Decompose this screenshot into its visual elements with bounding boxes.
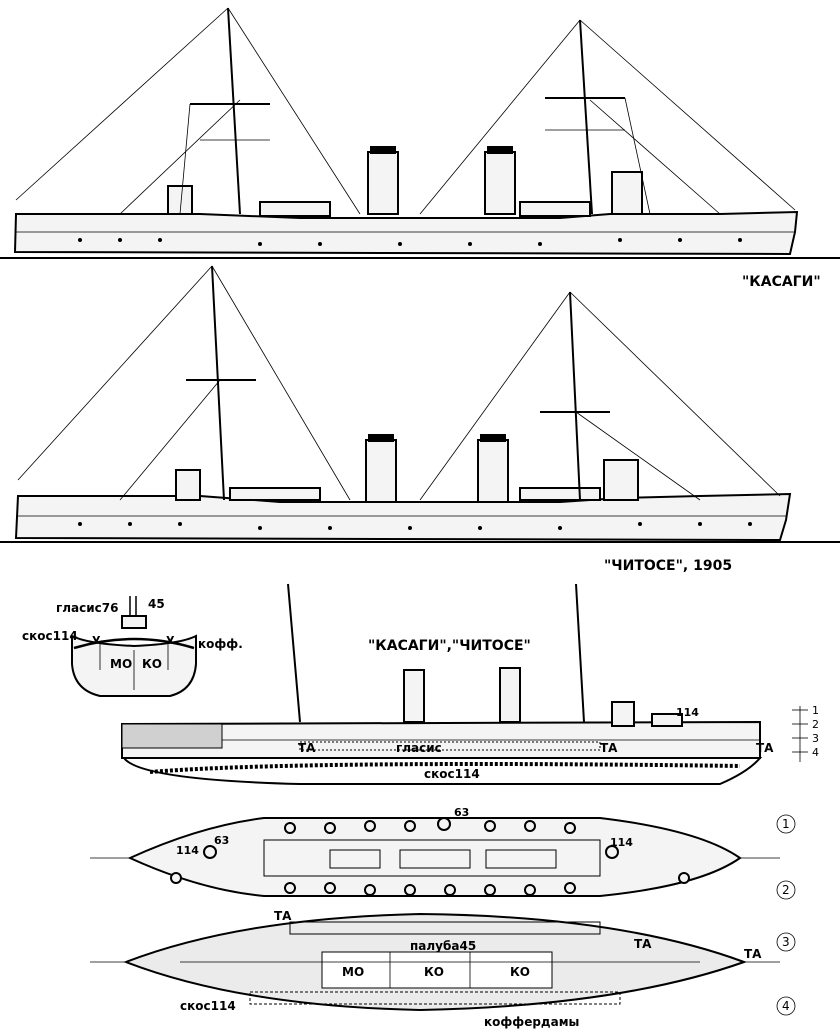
marker-1: 1 (782, 817, 790, 831)
caption-armor: "КАСАГИ","ЧИТОСЕ" (368, 638, 531, 654)
marker-4: 4 (782, 999, 790, 1013)
level-markers: 1 2 3 4 (776, 814, 796, 1016)
svg-text:ТА: ТА (756, 741, 774, 755)
label-deck45-plan: палуба45 (410, 939, 476, 953)
profile-slope-armor (149, 762, 741, 774)
plan-gun-positions (170, 817, 690, 896)
caption-chitose: "ЧИТОСЕ", 1905 (604, 558, 732, 574)
deck-plan-lower: ТА палуба45 ТА ТА МО КО КО скос114 коффе… (90, 909, 780, 1029)
svg-text:114: 114 (176, 844, 199, 857)
kasagi-portholes (78, 238, 742, 246)
svg-text:КО: КО (510, 965, 530, 979)
chitose-hull (14, 492, 792, 542)
label-glacis76: гласис76 (56, 601, 119, 615)
label-slope114-plan: скос114 (180, 999, 236, 1013)
plan-upper-outline (127, 817, 742, 897)
armor-profile: 114 ТА гласис ТА ТА скос114 1 2 3 4 (121, 583, 819, 785)
kasagi-fore-mast (227, 7, 241, 215)
marker-3: 3 (782, 935, 790, 949)
svg-text:МО: МО (342, 965, 364, 979)
chitose-profile (0, 265, 840, 543)
svg-text:У: У (92, 634, 101, 647)
deck-plan-upper: 63 114 63 114 (90, 806, 780, 897)
svg-text:2: 2 (812, 718, 819, 731)
profile-glacis (299, 741, 601, 751)
chitose-fwd-bridge (175, 469, 201, 501)
svg-text:63: 63 (214, 834, 229, 847)
kasagi-funnel-2 (484, 151, 516, 215)
kasagi-profile (0, 7, 840, 259)
chitose-funnel-2 (477, 439, 509, 503)
chitose-rigging (17, 265, 781, 501)
kasagi-rigging (15, 7, 796, 215)
svg-text:114: 114 (610, 836, 633, 849)
kasagi-hull (13, 210, 799, 256)
svg-text:ТА: ТА (600, 741, 618, 755)
label-glacis: гласис (396, 741, 442, 755)
label-slope114-profile: скос114 (424, 767, 480, 781)
kasagi-funnel-1 (367, 151, 399, 215)
svg-text:У: У (166, 634, 175, 647)
chitose-main-mast (569, 291, 581, 501)
caption-kasagi: "КАСАГИ" (742, 274, 821, 290)
armor-cross-section: гласис76 45 скос114 кофф. У У МО КО (22, 596, 243, 697)
label-114: 114 (676, 706, 699, 719)
svg-text:ТА: ТА (298, 741, 316, 755)
svg-text:ТА: ТА (274, 909, 292, 923)
svg-text:1: 1 (812, 704, 819, 717)
svg-text:4: 4 (812, 746, 819, 759)
kasagi-aft-bridge (611, 171, 643, 215)
level-scale: 1 2 3 4 (792, 704, 819, 762)
chitose-portholes (78, 522, 752, 530)
kasagi-main-mast (579, 19, 593, 215)
chitose-funnel-1 (365, 439, 397, 503)
svg-text:ТА: ТА (634, 937, 652, 951)
svg-text:ТА: ТА (744, 947, 762, 961)
chitose-aft-bridge (603, 459, 639, 501)
label-ko: КО (142, 657, 162, 671)
label-deck45: 45 (148, 597, 165, 611)
marker-2: 2 (782, 883, 790, 897)
label-coff: кофф. (198, 637, 243, 651)
svg-text:КО: КО (424, 965, 444, 979)
svg-text:3: 3 (812, 732, 819, 745)
label-cofferdams: коффердамы (484, 1015, 579, 1029)
svg-text:63: 63 (454, 806, 469, 819)
label-slope114: скос114 (22, 629, 78, 643)
label-mo: МО (110, 657, 132, 671)
